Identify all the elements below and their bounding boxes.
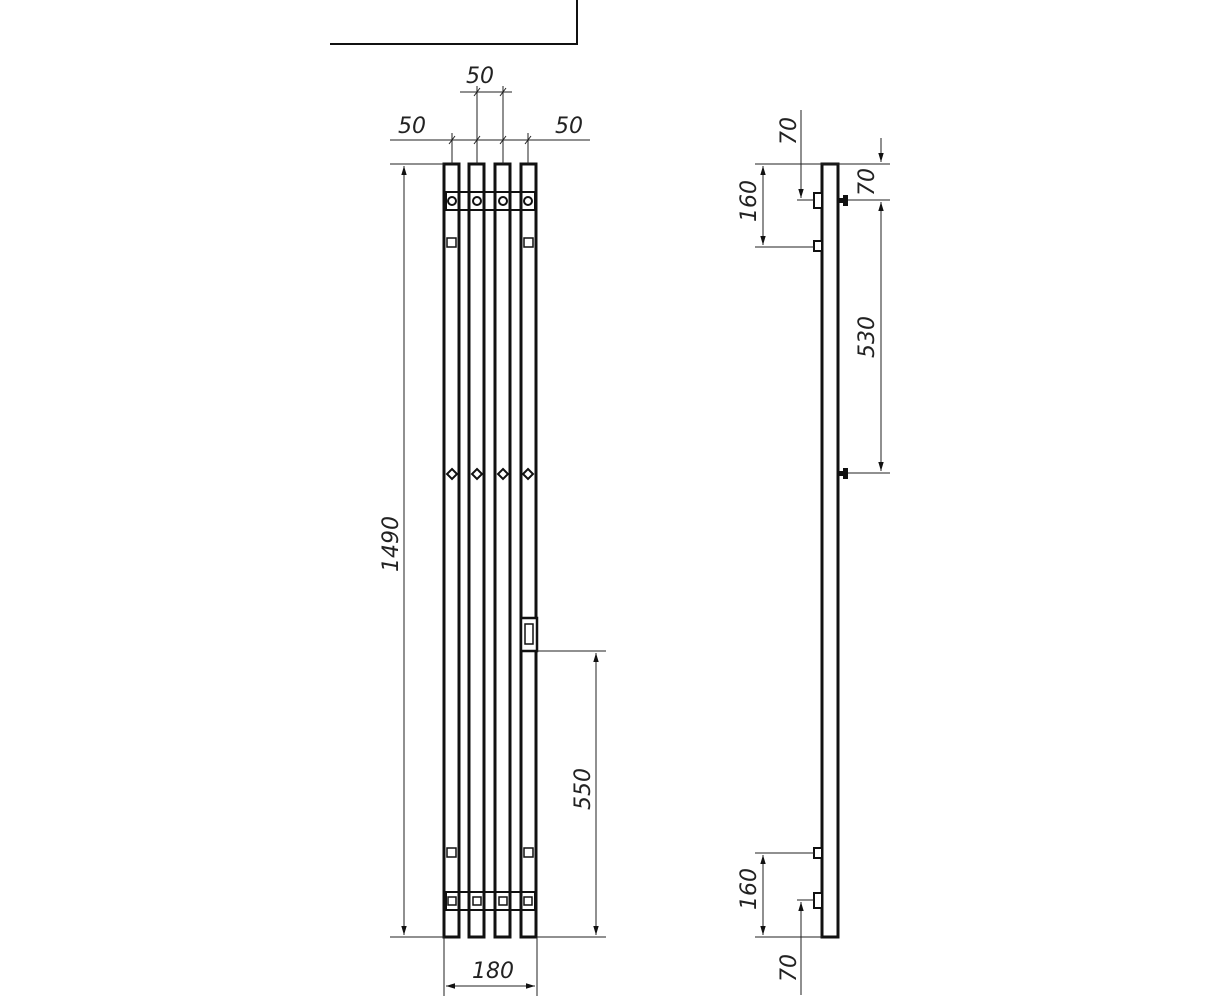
bottom-bracket (445, 891, 536, 911)
bottom-bracket-squares (447, 896, 533, 906)
side-pins (838, 195, 848, 479)
dim-side-bottom-offset: 70 (777, 954, 802, 982)
width-dimension (443, 937, 538, 996)
connection-height-dimension (537, 650, 606, 938)
dim-side-top-bracket-spacing: 160 (737, 180, 762, 222)
front-view: 50 50 50 1490 550 180 (379, 64, 606, 996)
dim-side-bottom-bracket-spacing: 160 (737, 868, 762, 910)
middle-diamonds (445, 467, 535, 481)
bar-4 (519, 162, 538, 939)
dim-side-pin-spacing: 530 (855, 316, 880, 358)
side-brackets (813, 192, 823, 909)
dim-spacing-middle: 50 (466, 64, 494, 89)
top-bracket (445, 191, 536, 211)
side-view: 70 160 70 530 160 70 (737, 110, 890, 995)
title-block-frame (330, 0, 578, 45)
mount-squares (446, 237, 534, 858)
bar-3 (493, 162, 512, 939)
height-dimension (390, 163, 444, 938)
side-dimensions (755, 110, 890, 995)
dim-spacing-left: 50 (398, 114, 426, 139)
dim-height: 1490 (379, 516, 404, 572)
dim-connection-height: 550 (571, 768, 596, 810)
dim-side-top-offset-right: 70 (855, 168, 880, 196)
connection-box (519, 616, 539, 653)
bar-2 (467, 162, 486, 939)
dim-side-top-offset-left: 70 (777, 117, 802, 145)
side-bar (820, 162, 840, 939)
dim-width: 180 (472, 959, 514, 984)
top-bolts (447, 196, 533, 206)
dim-spacing-right: 50 (555, 114, 583, 139)
spacing-dimensions (390, 86, 590, 164)
bar-1 (442, 162, 461, 939)
